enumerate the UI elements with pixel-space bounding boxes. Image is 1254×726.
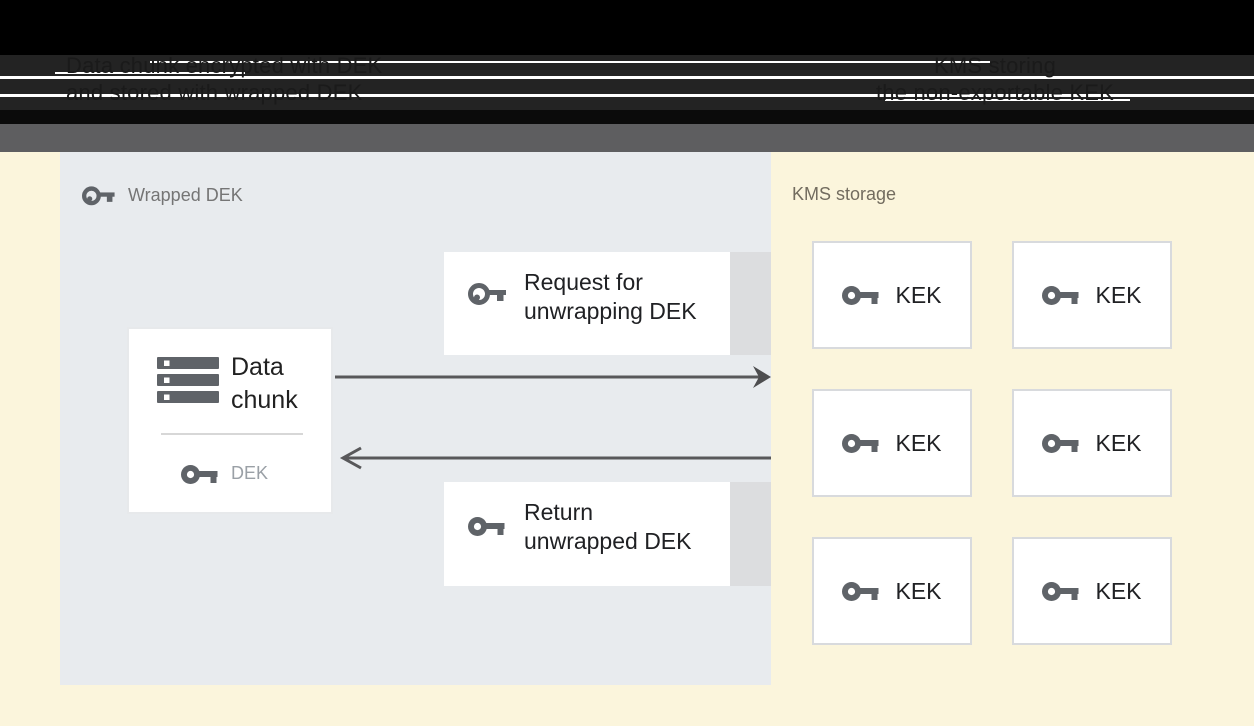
caption-line: and stored with wrapped DEK <box>66 80 363 105</box>
storage-icon <box>157 357 219 403</box>
key-solid-icon <box>1042 581 1079 601</box>
kek-box: KEK <box>1012 241 1172 349</box>
kek-label: KEK <box>1095 281 1142 308</box>
glitch-stripe <box>885 99 1130 101</box>
dek-label: DEK <box>231 463 269 483</box>
header-gray-strip <box>0 124 1254 152</box>
key-solid-icon <box>842 581 879 601</box>
key-solid-icon <box>181 465 218 484</box>
wrapped-dek-label: Wrapped DEK <box>128 184 243 205</box>
wrapped-dek-header: Wrapped DEK <box>82 182 243 208</box>
divider <box>161 433 303 435</box>
glitch-stripe <box>150 61 990 63</box>
data-chunk-box: Data chunk DEK <box>127 327 333 514</box>
request-arrow-right <box>335 366 771 388</box>
kek-label: KEK <box>1095 577 1142 604</box>
key-solid-icon <box>1042 285 1079 305</box>
key-solid-icon <box>842 285 879 305</box>
glitch-stripe <box>55 72 245 74</box>
glitch-stripe <box>0 76 1254 79</box>
request-label-line2: unwrapping DEK <box>524 298 697 324</box>
key-solid-icon <box>1042 433 1079 453</box>
kek-label: KEK <box>895 429 942 456</box>
kek-box: KEK <box>812 537 972 645</box>
key-solid-icon <box>842 433 879 453</box>
caption-line: the non-exportable KEK <box>876 80 1114 105</box>
request-unwrap-label: Request for unwrapping DEK <box>524 268 697 326</box>
return-box-shadow <box>730 482 771 586</box>
kek-box: KEK <box>1012 537 1172 645</box>
kek-box: KEK <box>812 241 972 349</box>
kms-storage-label: KMS storage <box>792 184 897 204</box>
return-label-line1: Return <box>524 499 594 525</box>
caption-line: Data chunk encrypted with DEK <box>66 53 383 78</box>
return-arrow-left <box>339 446 771 470</box>
glitch-stripe <box>0 94 1254 97</box>
caption-line: KMS storing <box>933 53 1057 78</box>
kek-label: KEK <box>895 577 942 604</box>
return-label-line2: unwrapped DEK <box>524 528 692 554</box>
return-unwrap-label: Return unwrapped DEK <box>524 498 692 556</box>
key-solid-icon <box>468 517 505 536</box>
wrapped-dek-panel: Wrapped DEK Data chunk <box>60 152 771 685</box>
request-unwrap-box: Request for unwrapping DEK <box>444 252 730 355</box>
data-chunk-label-line2: chunk <box>231 386 298 414</box>
header-black-band <box>0 0 1254 55</box>
return-unwrap-box: Return unwrapped DEK <box>444 482 730 586</box>
caption-wrapped-dek: Data chunk encrypted with DEK and stored… <box>66 52 382 106</box>
data-chunk-label: Data chunk <box>231 351 298 417</box>
kms-storage-panel: KMS storage KEK KEK KEK <box>771 152 1254 686</box>
kek-box: KEK <box>812 389 972 497</box>
kek-label: KEK <box>1095 429 1142 456</box>
key-outline-icon <box>82 186 115 206</box>
caption-kms: KMS storing the non-exportable KEK <box>850 52 1140 106</box>
kek-box: KEK <box>1012 389 1172 497</box>
header-black-band-lower <box>0 110 1254 124</box>
request-label-line1: Request for <box>524 269 643 295</box>
request-box-shadow <box>730 252 771 355</box>
data-chunk-label-line1: Data <box>231 353 284 381</box>
kek-label: KEK <box>895 281 942 308</box>
key-outline-icon <box>468 283 506 305</box>
